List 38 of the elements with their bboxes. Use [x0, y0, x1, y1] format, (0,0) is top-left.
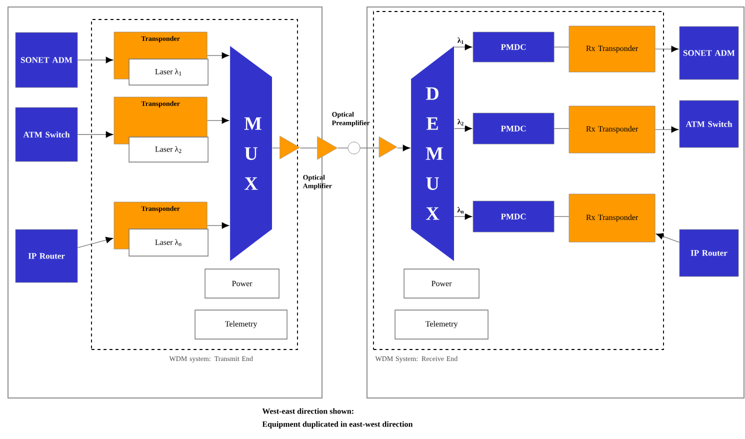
- equipment-box: SONET ADM: [15, 32, 78, 88]
- arrow: [206, 52, 229, 59]
- equipment-box: IP Router: [679, 229, 739, 277]
- module-box: Power: [204, 268, 280, 298]
- note-text: Equipment duplicated in east-west direction: [262, 421, 413, 428]
- transponder-box: Rx Transponder: [568, 194, 656, 242]
- arrow: [654, 126, 678, 133]
- equipment-box: ATM Switch: [15, 107, 78, 162]
- amplifier-triangle: [317, 136, 338, 160]
- module-box: Power: [404, 268, 480, 298]
- amplifier-triangle: [378, 136, 398, 158]
- module-box: Laser λ$_{1}$: [128, 58, 208, 86]
- multiplexer: M U X: [230, 46, 272, 262]
- arrow: [654, 46, 678, 52]
- arrow: [77, 236, 113, 248]
- transponder-box: Rx Transponder: [568, 26, 656, 72]
- arrow: [454, 213, 472, 220]
- module-box: Telemetry: [394, 310, 488, 340]
- equipment-box: IP Router: [15, 229, 78, 283]
- equipment-box: PMDC: [472, 32, 554, 62]
- arrow: [454, 125, 472, 132]
- arrow: [77, 131, 113, 138]
- arrow: [206, 222, 229, 229]
- equipment-box: PMDC: [472, 112, 554, 144]
- arrow: [206, 117, 229, 124]
- demultiplexer: D E M U X: [411, 46, 454, 262]
- module-box: Laser λ$_{n}$: [128, 228, 208, 256]
- arrow: [656, 233, 680, 243]
- arrow: [454, 44, 472, 50]
- equipment-box: ATM Switch: [679, 100, 739, 148]
- arrow: [77, 56, 113, 64]
- equipment-box: SONET ADM: [679, 26, 739, 80]
- arrow: [397, 144, 410, 152]
- note-text: West-east direction shown:: [262, 408, 354, 414]
- module-box: Telemetry: [194, 310, 288, 340]
- transponder-box: Rx Transponder: [568, 106, 656, 154]
- module-box: Laser λ$_{2}$: [128, 136, 208, 162]
- equipment-box: PMDC: [472, 200, 554, 232]
